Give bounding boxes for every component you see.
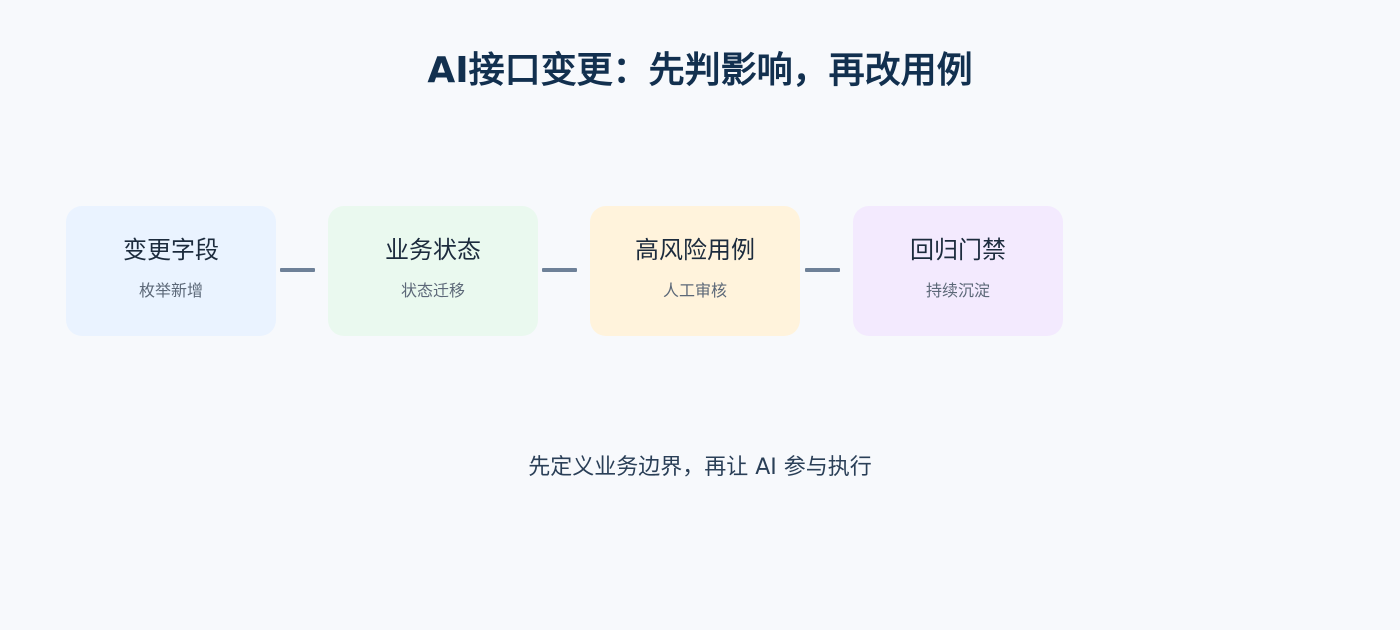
step-title: 回归门禁 (910, 236, 1006, 264)
connector-3-4 (805, 268, 840, 272)
footer-caption: 先定义业务边界，再让 AI 参与执行 (528, 455, 872, 480)
step-box-1: 变更字段 枚举新增 (66, 206, 276, 336)
step-box-4: 回归门禁 持续沉淀 (853, 206, 1063, 336)
step-box-2: 业务状态 状态迁移 (328, 206, 538, 336)
step-title: 变更字段 (123, 236, 219, 264)
step-subtitle: 状态迁移 (400, 281, 465, 300)
connector-2-3 (542, 268, 577, 272)
step-box-3: 高风险用例 人工审核 (590, 206, 800, 336)
step-title: 高风险用例 (635, 236, 755, 264)
step-subtitle: 枚举新增 (138, 281, 203, 300)
step-subtitle: 持续沉淀 (925, 281, 990, 300)
diagram-title: AI接口变更：先判影响，再改用例 (427, 50, 973, 91)
step-title: 业务状态 (385, 236, 481, 264)
connector-1-2 (280, 268, 315, 272)
step-subtitle: 人工审核 (662, 281, 727, 300)
